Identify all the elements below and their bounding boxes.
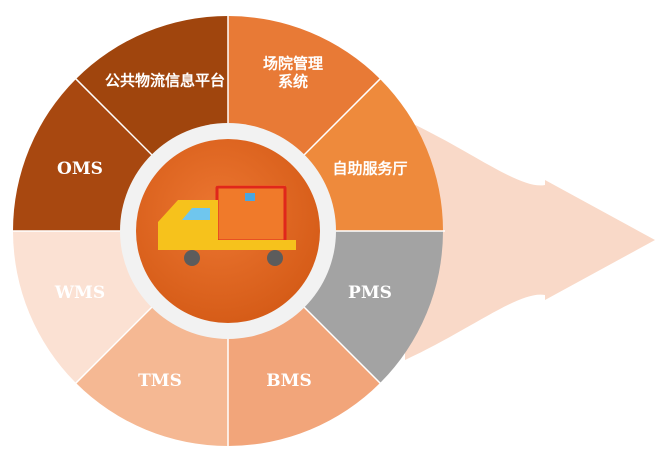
segment-label-wms: WMS xyxy=(54,283,105,303)
truck-icon xyxy=(158,185,296,266)
segment-label-oms: OMS xyxy=(57,159,103,179)
segment-label-self-service-hall: 自助服务厅 xyxy=(332,159,407,177)
arrow-shape xyxy=(405,120,655,360)
segment-label-yard-management: 场院管理系统 xyxy=(263,54,323,90)
segment-label-tms: TMS xyxy=(138,371,182,391)
segment-label-bms: BMS xyxy=(266,371,311,391)
segment-label-pms: PMS xyxy=(348,283,392,303)
segment-label-public-logistics: 公共物流信息平台 xyxy=(105,71,225,89)
